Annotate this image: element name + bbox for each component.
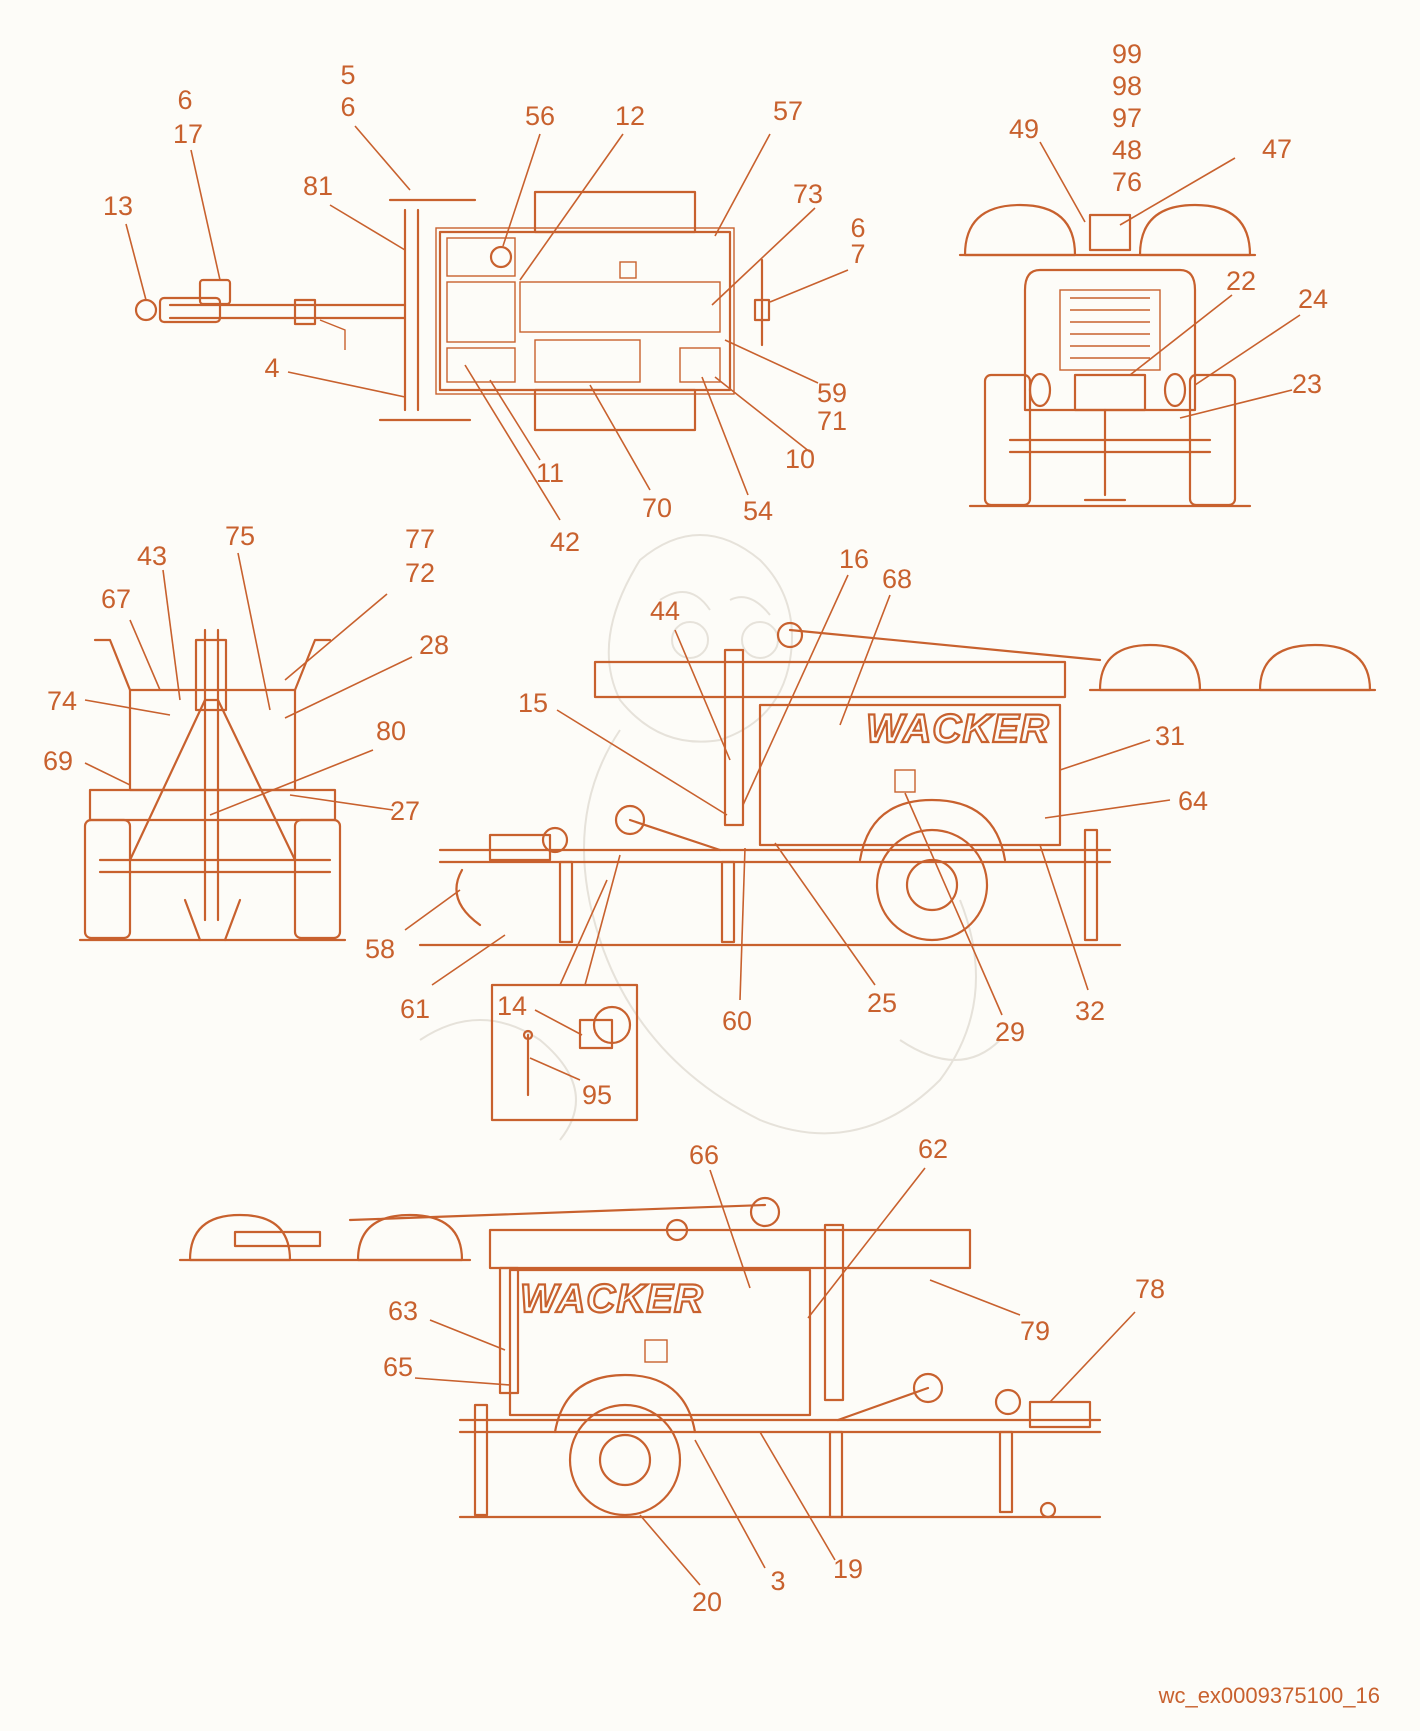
callout-top-13: 13: [103, 191, 133, 221]
front-wheel-left: [83, 818, 132, 940]
front-wheel-right: [293, 818, 342, 940]
callout-rear-76: 76: [1112, 167, 1142, 197]
callout-right-65: 65: [383, 1352, 413, 1382]
callout-top-81: 81: [303, 171, 333, 201]
callout-rear-47: 47: [1262, 134, 1292, 164]
mast-post-right: [823, 1223, 845, 1402]
callout-detail-95: 95: [582, 1080, 612, 1110]
top-view-roof-front: [533, 190, 697, 234]
callout-rear-48: 48: [1112, 135, 1142, 165]
callout-front-28: 28: [419, 630, 449, 660]
callout-top-11: 11: [536, 458, 564, 488]
callout-top-57: 57: [773, 96, 803, 126]
callout-top-54: 54: [743, 496, 773, 526]
callout-top-6a: 6: [340, 92, 355, 122]
callout-right-78: 78: [1135, 1274, 1165, 1304]
callout-front-43: 43: [137, 541, 167, 571]
front-view: [78, 628, 347, 942]
callout-front-27: 27: [390, 796, 420, 826]
callout-rear-23: 23: [1292, 369, 1322, 399]
mast-beam: [593, 660, 1067, 699]
enclosure: [758, 703, 1062, 847]
callout-side-16: 16: [839, 544, 869, 574]
callout-top-42: 42: [550, 527, 580, 557]
rear-grille: [1059, 289, 1161, 371]
callout-top-5: 5: [340, 60, 355, 90]
callout-right-19: 19: [833, 1554, 863, 1584]
top-view-roof-rear: [533, 388, 697, 432]
callout-side-58: 58: [365, 934, 395, 964]
callout-top-70: 70: [642, 493, 672, 523]
callout-rear-98: 98: [1112, 71, 1142, 101]
callout-side-61: 61: [400, 994, 430, 1024]
callout-side-64: 64: [1178, 786, 1208, 816]
callout-side-29: 29: [995, 1017, 1025, 1047]
callout-rear-22: 22: [1226, 266, 1256, 296]
callout-top-56: 56: [525, 101, 555, 131]
watermark-mascot: [419, 534, 1001, 1141]
callout-side-44: 44: [650, 596, 680, 626]
callout-labels: 5 6 6 17 13 81 56 12 57 73 6 7 4 59 71 1…: [43, 39, 1328, 1617]
mast-post: [723, 648, 745, 827]
callout-rear-49: 49: [1009, 114, 1039, 144]
enclosure-right: [508, 1268, 812, 1417]
callout-side-32: 32: [1075, 996, 1105, 1026]
callout-front-75: 75: [225, 521, 255, 551]
callout-front-77: 77: [405, 524, 435, 554]
callout-top-71: 71: [817, 406, 847, 436]
document-reference: wc_ex0009375100_16: [1158, 1683, 1380, 1708]
callout-right-3: 3: [770, 1566, 785, 1596]
callout-rear-97: 97: [1112, 103, 1142, 133]
callout-front-69: 69: [43, 746, 73, 776]
callout-front-67: 67: [101, 584, 131, 614]
rear-light-left: [963, 203, 1077, 257]
top-view: [134, 190, 771, 432]
callout-right-63: 63: [388, 1296, 418, 1326]
callout-front-74: 74: [47, 686, 77, 716]
rear-light-right: [1138, 203, 1252, 257]
callout-side-15: 15: [518, 688, 548, 718]
side-view-left: WACKER: [418, 621, 1377, 947]
wheel-left: [875, 828, 989, 942]
callout-rear-99: 99: [1112, 39, 1142, 69]
callout-front-80: 80: [376, 716, 406, 746]
callout-side-68: 68: [882, 564, 912, 594]
wheel-right: [568, 1403, 682, 1517]
brand-logo-right: WACKER: [520, 1277, 704, 1321]
side-view-right: WACKER: [178, 1196, 1102, 1519]
callout-front-72: 72: [405, 558, 435, 588]
callout-top-10: 10: [785, 444, 815, 474]
callout-right-62: 62: [918, 1134, 948, 1164]
callout-side-31: 31: [1155, 721, 1185, 751]
callout-top-73: 73: [793, 179, 823, 209]
callout-right-79: 79: [1020, 1316, 1050, 1346]
callout-top-17: 17: [173, 119, 203, 149]
callout-top-7: 7: [850, 239, 865, 269]
brand-logo-left: WACKER: [866, 707, 1050, 751]
callout-top-4: 4: [264, 353, 279, 383]
mast-beam-right: [488, 1228, 972, 1270]
callout-rear-24: 24: [1298, 284, 1328, 314]
callout-top-6c: 6: [850, 213, 865, 243]
callout-side-60: 60: [722, 1006, 752, 1036]
detail-box: [490, 983, 639, 1122]
cable-left: [455, 868, 482, 927]
callout-right-20: 20: [692, 1587, 722, 1617]
callout-detail-14: 14: [497, 991, 527, 1021]
callout-top-6b: 6: [177, 85, 192, 115]
callout-right-66: 66: [689, 1140, 719, 1170]
callout-leaders: [84, 125, 1301, 1586]
callout-top-12: 12: [615, 101, 645, 131]
top-view-frame: [438, 230, 732, 392]
detail-inset: [490, 854, 639, 1122]
callout-top-59: 59: [817, 378, 847, 408]
rear-view: [958, 203, 1257, 508]
callout-side-25: 25: [867, 988, 897, 1018]
